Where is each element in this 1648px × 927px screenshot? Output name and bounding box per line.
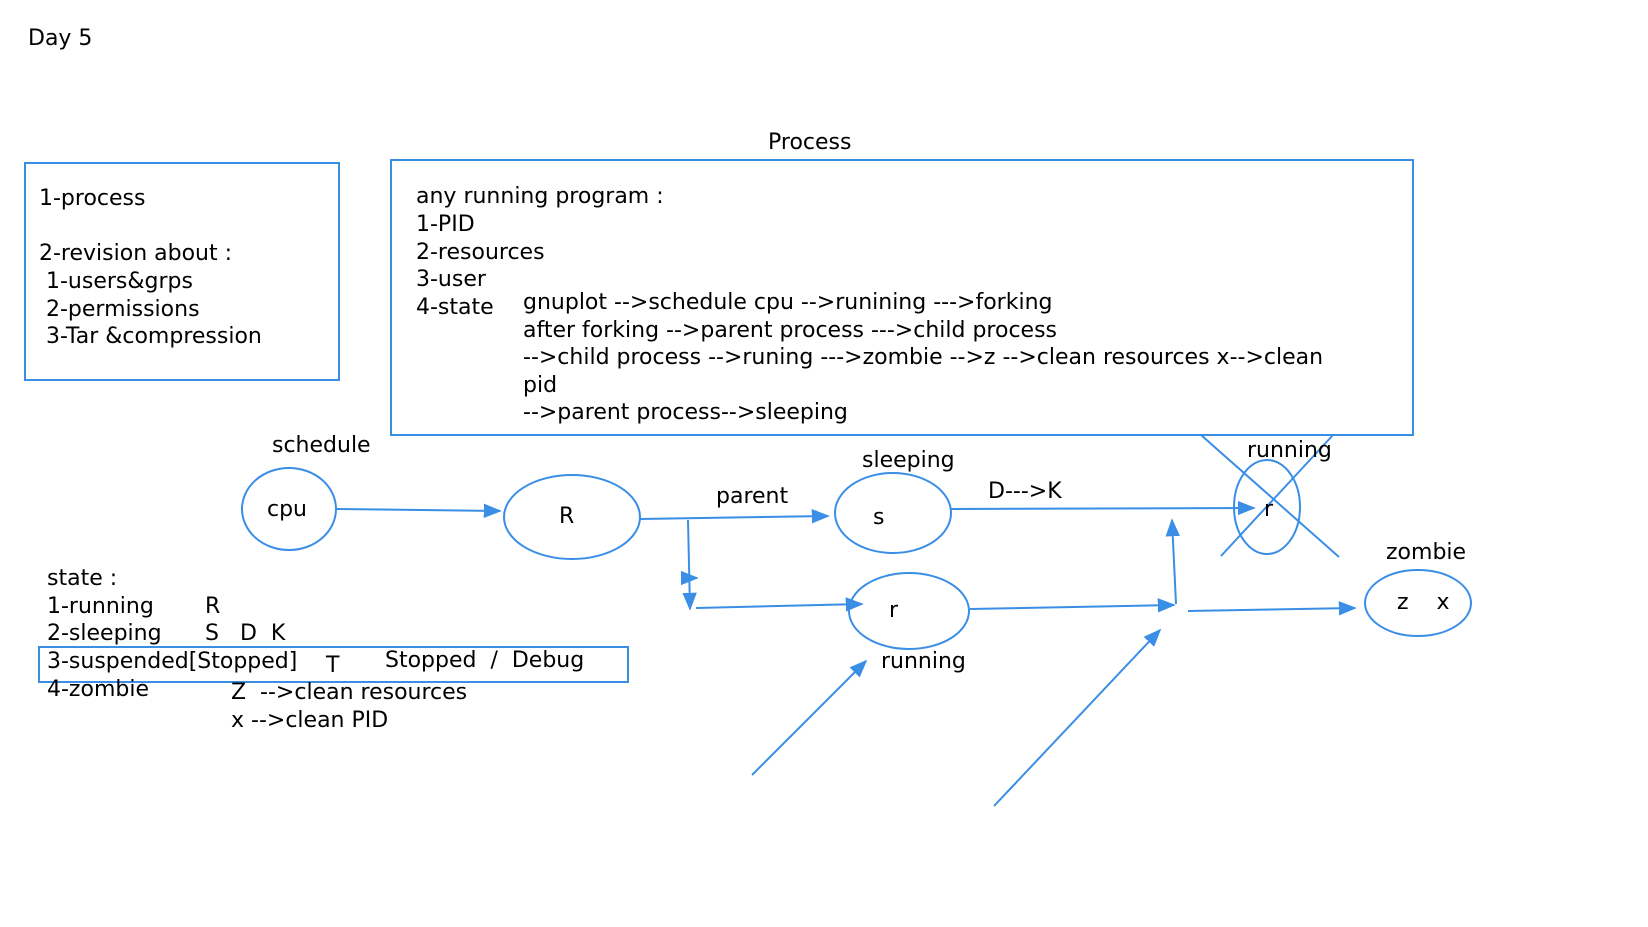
state-line-2: after forking -->parent process --->chil… bbox=[523, 318, 1058, 343]
arrow-diagonal-1 bbox=[751, 659, 868, 776]
arrow-r-to-sleeping bbox=[639, 509, 830, 524]
state-suspended-code: T bbox=[326, 653, 340, 678]
zombie-label: zombie bbox=[1386, 540, 1467, 565]
suspended-highlight bbox=[38, 646, 629, 683]
cpu-label: cpu bbox=[267, 497, 308, 522]
arrow-up bbox=[1165, 518, 1180, 605]
state-line-5: -->parent process-->sleeping bbox=[523, 400, 848, 425]
running-crossed-label: running bbox=[1247, 438, 1332, 463]
running-child-label: running bbox=[881, 649, 966, 674]
arrow-fork-down bbox=[682, 519, 697, 611]
state-sleeping-code: S D K bbox=[205, 621, 286, 646]
arrow-to-zombie bbox=[1187, 601, 1357, 616]
r-node bbox=[503, 474, 641, 560]
arrow-cpu-to-r bbox=[336, 503, 502, 519]
state-running-code: R bbox=[205, 594, 221, 619]
state-sleeping-name: 2-sleeping bbox=[47, 621, 162, 646]
arrow-fork-to-child bbox=[695, 597, 864, 612]
zombie-inner-label: z x bbox=[1397, 590, 1450, 615]
topic-line-4: 2-permissions bbox=[39, 297, 200, 322]
state-line-4: pid bbox=[523, 373, 558, 398]
cross-line-2 bbox=[1220, 434, 1334, 557]
state-heading: state : bbox=[47, 566, 118, 591]
cross-line-1 bbox=[1200, 434, 1340, 558]
process-item-pid: 1-PID bbox=[416, 212, 475, 237]
s-label: s bbox=[873, 505, 885, 530]
topic-line-1: 1-process bbox=[39, 186, 146, 211]
sleeping-label: sleeping bbox=[862, 448, 955, 473]
topic-line-3: 1-users&grps bbox=[39, 269, 193, 294]
topic-line-5: 3-Tar &compression bbox=[39, 324, 262, 349]
arrow-sleeping-to-running bbox=[950, 500, 1256, 516]
zombie-node bbox=[1364, 569, 1472, 637]
topics-box bbox=[24, 162, 340, 381]
sleeping-node bbox=[834, 472, 952, 554]
topic-line-2: 2-revision about : bbox=[39, 241, 233, 266]
page-title: Day 5 bbox=[28, 26, 93, 51]
child-r-label: r bbox=[889, 598, 899, 623]
state-zombie-name: 4-zombie bbox=[47, 677, 149, 702]
cpu-node bbox=[241, 467, 337, 551]
state-line-3: -->child process -->runing --->zombie --… bbox=[523, 345, 1324, 370]
process-item-user: 3-user bbox=[416, 267, 486, 292]
crossed-r-label: r bbox=[1264, 497, 1274, 522]
arrow-child-right bbox=[969, 598, 1176, 613]
schedule-label: schedule bbox=[272, 433, 371, 458]
process-box bbox=[390, 159, 1414, 436]
zombie-note-2: x -->clean PID bbox=[231, 708, 389, 733]
state-running-name: 1-running bbox=[47, 594, 154, 619]
parent-edge-label: parent bbox=[716, 484, 789, 509]
state-line-1: gnuplot -->schedule cpu -->runining --->… bbox=[523, 290, 1053, 315]
dk-edge-label: D--->K bbox=[988, 479, 1062, 504]
arrow-diagonal-2 bbox=[993, 628, 1162, 807]
running-child-node bbox=[848, 572, 970, 650]
state-suspended-note: Stopped / Debug bbox=[385, 648, 585, 673]
process-title: Process bbox=[768, 130, 852, 155]
zombie-note-1: Z -->clean resources bbox=[231, 680, 468, 705]
r-label: R bbox=[559, 504, 575, 529]
process-item-resources: 2-resources bbox=[416, 240, 545, 265]
process-intro: any running program : bbox=[416, 184, 664, 209]
running-crossed-node bbox=[1233, 459, 1301, 555]
process-item-state: 4-state bbox=[416, 295, 494, 320]
state-suspended-name: 3-suspended[Stopped] bbox=[47, 649, 298, 674]
